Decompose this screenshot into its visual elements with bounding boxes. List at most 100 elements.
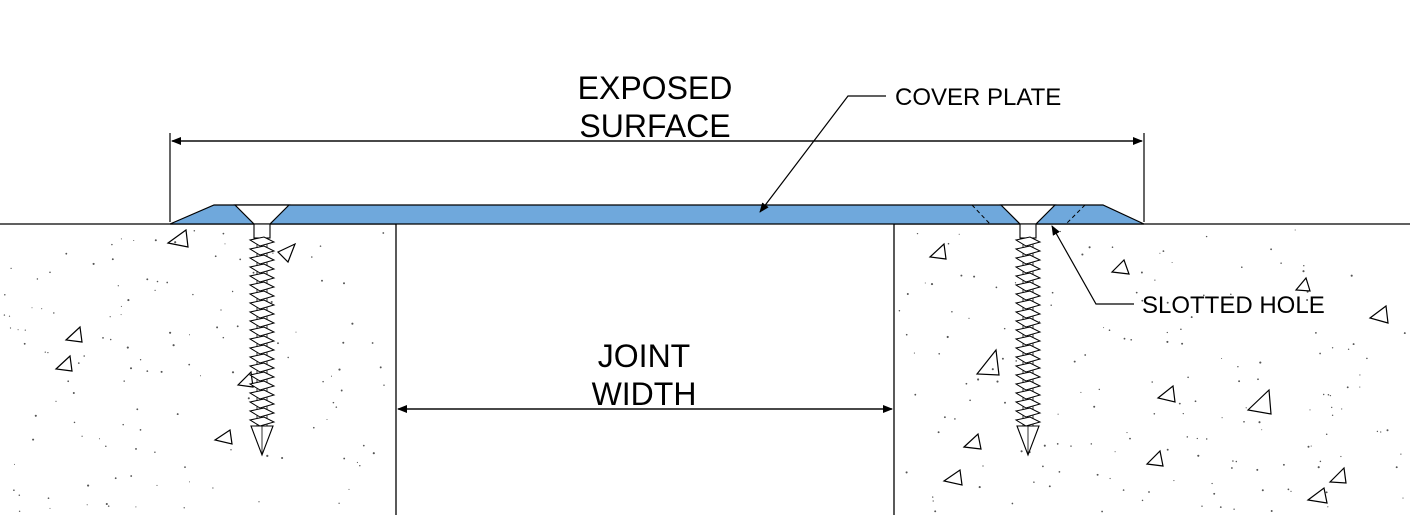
stipple-dot	[127, 299, 130, 302]
stipple-dot	[905, 333, 908, 336]
stipple-dot	[1327, 506, 1329, 508]
stipple-dot	[348, 488, 350, 490]
stipple-dot	[92, 262, 95, 265]
stipple-dot	[4, 293, 6, 296]
stipple-dot	[183, 507, 185, 509]
stipple-dot	[1166, 340, 1169, 343]
stipple-dot	[154, 451, 156, 454]
stipple-dot	[53, 312, 55, 314]
screw-shank-left	[253, 223, 271, 239]
stipple-dot	[1331, 347, 1334, 349]
screw-thread	[248, 245, 276, 256]
stipple-dot	[252, 271, 255, 274]
slotted-hole-hidden-lines	[971, 204, 1086, 225]
stipple-dot	[154, 289, 156, 292]
stipple-dot	[1245, 407, 1247, 409]
stipple-dot	[120, 314, 122, 316]
stipple-dot	[102, 337, 104, 339]
stipple-dot	[1162, 250, 1165, 253]
screw-thread	[248, 308, 276, 319]
stipple-dot	[120, 238, 122, 240]
stipple-dot	[359, 464, 361, 467]
screw-thread	[248, 380, 276, 391]
stipple-dot	[1352, 343, 1355, 346]
stipple-dot	[154, 239, 157, 242]
slab-outlines	[0, 223, 1410, 515]
stipple-dot	[1109, 477, 1111, 480]
screw-thread	[248, 398, 276, 409]
stipple-dot	[1319, 352, 1321, 355]
stipple-dot	[169, 331, 172, 334]
stipple-dot	[330, 375, 333, 377]
stipple-dot	[220, 309, 222, 311]
stipple-dot	[1403, 332, 1406, 335]
stipple-dot	[1237, 366, 1239, 368]
stipple-dot	[943, 416, 946, 419]
stipple-dot	[1331, 406, 1333, 409]
stipple-dot	[1050, 304, 1052, 306]
screw-thread	[1014, 236, 1042, 247]
stipple-dot	[1038, 320, 1040, 323]
screw-thread	[248, 416, 276, 427]
stipple-dot	[41, 308, 43, 310]
stipple-dot	[343, 457, 346, 460]
stipple-dot	[1084, 354, 1087, 356]
stipple-dot	[3, 314, 6, 316]
stipple-dot	[166, 281, 169, 284]
stipple-dot	[111, 243, 113, 246]
stipple-dot	[1327, 393, 1330, 396]
stipple-dot	[937, 431, 940, 434]
stipple-dot	[216, 326, 219, 329]
stipple-dot	[17, 329, 19, 331]
stipple-dot	[1122, 489, 1125, 491]
exposed-surface-dimension	[169, 133, 1145, 222]
stipple-dot	[1341, 408, 1343, 410]
stipple-dot	[1103, 327, 1105, 329]
stipple-dot	[1309, 409, 1311, 411]
stipple-dot	[1088, 246, 1091, 249]
stipple-dot	[362, 444, 365, 447]
stipple-dot	[1114, 451, 1116, 453]
stipple-dot	[1347, 348, 1350, 350]
stipple-dot	[1182, 412, 1184, 415]
stipple-dot	[1261, 429, 1263, 431]
stipple-dot	[969, 399, 971, 402]
joint-width-label-line2: WIDTH	[592, 376, 697, 412]
stipple-dot	[139, 429, 142, 431]
stipple-dot	[1148, 491, 1150, 493]
stipple-dot	[1329, 394, 1332, 397]
stipple-dot	[1232, 460, 1234, 462]
stipple-dot	[965, 382, 968, 385]
stipple-dot	[222, 232, 225, 235]
stipple-dot	[1186, 436, 1189, 438]
stipple-dot	[49, 507, 51, 509]
stipple-dot	[996, 380, 999, 383]
screw-thread	[1014, 344, 1042, 355]
stipple-dot	[898, 310, 901, 312]
screw-thread	[1014, 326, 1042, 337]
stipple-dot	[83, 355, 85, 357]
exposed-surface-label-line1: EXPOSED	[578, 70, 733, 106]
stipple-dot	[951, 310, 953, 313]
stipple-dot	[1190, 316, 1193, 319]
stipple-dot	[356, 461, 358, 464]
screw-shank-right	[1019, 223, 1037, 239]
stipple-dot	[107, 505, 110, 507]
stipple-dot	[913, 352, 915, 354]
stipple-dot	[1090, 443, 1093, 445]
screw-thread	[1014, 389, 1042, 400]
stipple-dot	[1243, 420, 1245, 423]
stipple-dot	[321, 279, 323, 282]
stipple-dot	[1011, 502, 1014, 505]
stipple-dot	[932, 496, 934, 498]
stipple-dot	[247, 397, 250, 400]
stipple-dot	[982, 465, 984, 467]
anchor-screw-right	[999, 204, 1057, 457]
stipple-dot	[1325, 491, 1328, 494]
stipple-dot	[156, 280, 159, 283]
stipple-dot	[139, 359, 142, 361]
stipple-dot	[47, 497, 50, 500]
stipple-dot	[32, 438, 35, 441]
stipple-dot	[1014, 282, 1017, 284]
